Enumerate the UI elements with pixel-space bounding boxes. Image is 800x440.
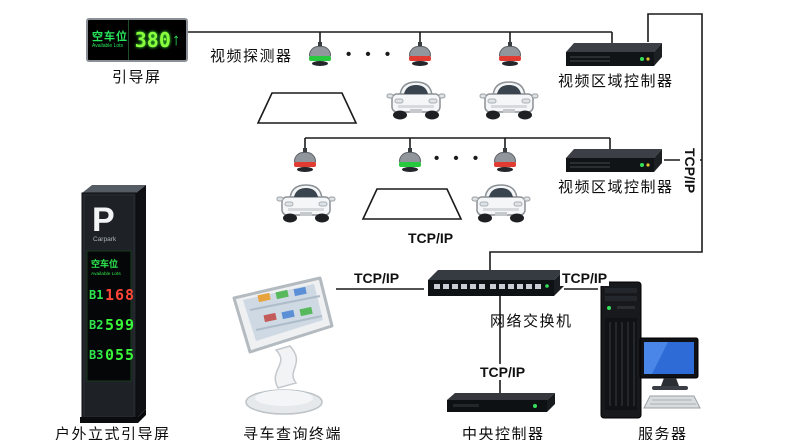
pillar-count-b2: 599 [105,316,135,334]
status-led [646,57,650,61]
pillar-level-b1: B1 [89,288,103,302]
server-keyboard [642,394,704,415]
pillar-count-b3: 055 [105,346,135,364]
caption-video-detector: 视频探测器 [210,48,293,65]
car-icon [274,175,338,228]
video-area-controller-device [562,40,664,75]
pillar-count-b1: 168 [105,286,135,304]
status-light [399,162,421,167]
camera-detector-icon [407,42,433,66]
camera-base [502,61,518,66]
led-sign-title: 空车位 [92,30,128,43]
camera-base [402,167,418,172]
pillar-subtitle: Available Lots [91,271,121,277]
power-led [640,57,644,61]
camera-detector-icon [307,42,333,66]
car-icon [477,72,541,125]
caption-network-switch: 网络交换机 [490,313,573,330]
tcpip-trunk-line [489,13,703,280]
camera-mount [508,42,512,47]
tcpip-label-left-of-switch: TCP/IP [352,270,402,286]
caption-kiosk: 寻车查询终端 [243,426,343,440]
camera-base [412,61,428,66]
tcpip-label-right-of-switch: TCP/IP [560,270,610,286]
camera-detector-icon [292,148,318,172]
power-led [533,404,537,408]
kiosk-device [226,270,342,427]
caption-video-area-controller-1: 视频区域控制器 [558,73,674,90]
camera-mount [503,148,507,153]
ellipsis-dots: • • • [346,46,396,63]
camera-detector-icon [492,148,518,172]
power-led [545,284,549,288]
central-controller-device [443,390,557,421]
car-icon [384,72,448,125]
led-sign-title-block: 空车位 Available Lots [88,20,130,60]
camera-base [297,167,313,172]
camera-detector-icon [397,148,423,172]
led-sign-value: 380 [134,28,171,52]
parking-space-outline [361,188,463,220]
power-led [607,306,611,310]
camera-mount [408,148,412,153]
tcpip-label-right-trunk: TCP/IP [680,148,700,194]
status-light [494,162,516,167]
camera-mount [303,148,307,153]
status-light [294,162,316,167]
led-display-sign: 空车位 Available Lots 380 ↑ [86,18,188,62]
camera-mount [418,42,422,47]
pillar-level-b3: B3 [89,348,103,362]
camera-detector-icon [497,42,523,66]
caption-video-area-controller-2: 视频区域控制器 [558,179,674,196]
camera-mount [318,42,322,47]
status-light [499,56,521,61]
pillar-level-b2: B2 [89,318,103,332]
car-icon [469,175,533,228]
pillar-letter: P [92,201,115,239]
caption-central-controller: 中央控制器 [462,426,545,440]
pillar-display: P Carpark 空车位 Available Lots B1 168 B2 5… [80,183,152,428]
caption-outdoor-pillar-screen: 户外立式引导屏 [55,426,171,440]
status-led [646,163,650,167]
video-area-controller-device [562,146,664,181]
status-light [309,56,331,61]
ellipsis-dots: • • • [434,150,484,167]
parking-space-outline [256,92,358,124]
caption-guide-screen: 引导屏 [112,69,162,86]
server-monitor [638,336,702,399]
status-light [409,56,431,61]
led-sign-value-block: 380 ↑ [129,20,186,60]
camera-base [312,61,328,66]
camera-base [497,167,513,172]
network-switch-device [424,266,566,307]
server-tower [597,280,647,427]
led-sign-subtitle: Available Lots [92,42,124,49]
tcpip-label-below-switch: TCP/IP [478,364,528,380]
up-arrow-icon: ↑ [171,30,181,49]
pillar-brand: Carpark [93,236,117,243]
tcpip-label-above-switch: TCP/IP [406,230,456,246]
power-led [640,163,644,167]
pillar-title: 空车位 [91,258,118,269]
caption-server: 服务器 [638,426,688,440]
